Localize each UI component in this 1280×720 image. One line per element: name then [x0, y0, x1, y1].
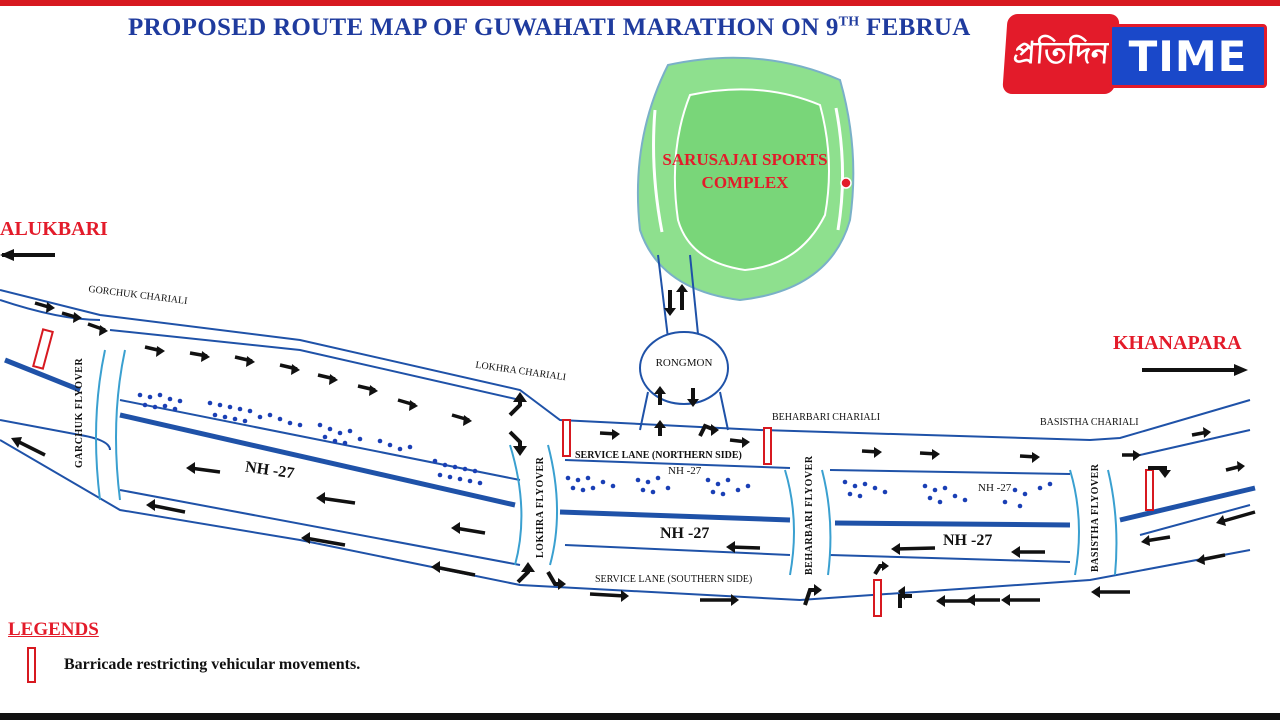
junction-basistha: BASISTHA CHARIALI: [1040, 417, 1139, 428]
barricade: [562, 419, 571, 457]
flyover-basistha: BASISTHA FLYOVER: [1090, 463, 1101, 573]
barricade-legend-swatch: [27, 647, 36, 683]
place-east: KHANAPARA: [1113, 332, 1242, 354]
legend-barricade-text: Barricade restricting vehicular movement…: [64, 656, 361, 673]
bottom-bar: [0, 713, 1280, 720]
nh27-median-bars: [4, 357, 1256, 528]
brand-badge: প্রতিদিন: [1002, 14, 1120, 94]
flyover-curves: [95, 349, 1118, 576]
legend-title: LEGENDS: [8, 619, 99, 640]
flyover-lokhra: LOKHRA FLYOVER: [535, 456, 546, 558]
barricade: [873, 579, 882, 617]
barricade: [763, 427, 772, 465]
stadium-label: SARUSAJAI SPORTS COMPLEX: [662, 150, 828, 192]
barricades: [27, 328, 1154, 683]
nh27-small-label-center: NH -27: [668, 465, 702, 477]
nh27-label-east: NH -27: [943, 532, 993, 549]
runner-dots: [137, 392, 1053, 509]
brand-time: TIME: [1109, 24, 1267, 88]
rongmon-roundabout: [639, 331, 729, 431]
top-accent-bar: [0, 0, 1280, 6]
nh27-label-center: NH -27: [660, 525, 710, 542]
barricade: [1145, 469, 1154, 511]
barricade: [32, 328, 54, 370]
map-pin-icon: [840, 177, 852, 189]
stadium-connector: [657, 254, 699, 339]
brand-logo: প্রতিদিন TIME: [1002, 14, 1267, 94]
roundabout-label: RONGMON: [655, 357, 713, 369]
service-lane-north: SERVICE LANE (NORTHERN SIDE): [575, 450, 742, 461]
flyover-beharbari: BEHARBARI FLYOVER: [804, 455, 815, 575]
stadium: [636, 56, 855, 302]
map-title: PROPOSED ROUTE MAP OF GUWAHATI MARATHON …: [128, 14, 971, 41]
flyover-garchuk: GARCHUK FLYOVER: [74, 357, 85, 468]
traffic-arrows: [0, 249, 1256, 608]
service-lane-south: SERVICE LANE (SOUTHERN SIDE): [595, 574, 753, 585]
nh27-small-label-east: NH -27: [978, 482, 1012, 494]
junction-beharbari: BEHARBARI CHARIALI: [772, 412, 881, 423]
place-west: ALUKBARI: [0, 218, 108, 240]
road-network: [0, 289, 1251, 602]
